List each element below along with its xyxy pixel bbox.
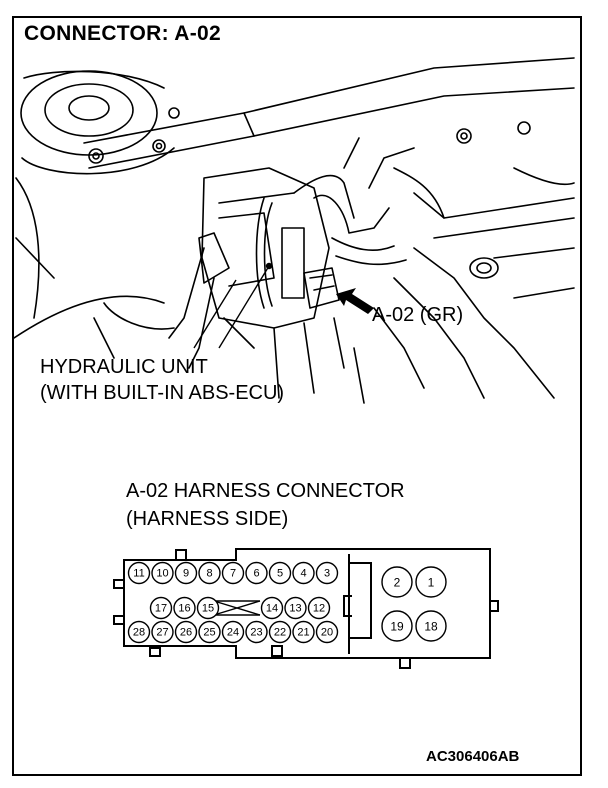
connector-arrow bbox=[336, 288, 374, 314]
pin-number: 10 bbox=[156, 568, 168, 580]
hydraulic-unit-leader bbox=[193, 262, 273, 349]
pin-number: 6 bbox=[253, 568, 259, 580]
pin-number: 1 bbox=[428, 576, 435, 590]
pin-4: 4 bbox=[292, 561, 315, 585]
pin-11: 11 bbox=[127, 561, 151, 585]
figure-id: AC306406AB bbox=[426, 748, 520, 765]
pin-number: 7 bbox=[230, 568, 236, 580]
pin-8: 8 bbox=[198, 561, 221, 585]
pin-26: 26 bbox=[174, 620, 198, 644]
connector-label: A-02 (GR) bbox=[372, 304, 464, 326]
pin-number: 25 bbox=[203, 627, 215, 639]
pin-14: 14 bbox=[260, 596, 284, 620]
pin-number: 23 bbox=[250, 627, 262, 639]
pin-number: 22 bbox=[274, 627, 286, 639]
page-title: CONNECTOR: A-02 bbox=[24, 22, 222, 45]
pin-15: 15 bbox=[196, 596, 220, 620]
pin-number: 14 bbox=[266, 603, 278, 615]
pin-7: 7 bbox=[221, 561, 245, 585]
pin-number: 11 bbox=[133, 568, 144, 580]
pin-number: 12 bbox=[313, 603, 325, 615]
pin-9: 9 bbox=[174, 561, 198, 585]
pin-number: 26 bbox=[180, 627, 192, 639]
pin-12: 12 bbox=[307, 596, 331, 620]
pin-22: 22 bbox=[268, 620, 292, 644]
pin-number: 13 bbox=[289, 603, 301, 615]
pin-20: 20 bbox=[315, 620, 339, 644]
pin-10: 10 bbox=[151, 561, 174, 585]
pin-25: 25 bbox=[198, 620, 221, 644]
pin-number: 17 bbox=[155, 603, 167, 615]
pin-number: 19 bbox=[390, 620, 404, 634]
pin-13: 13 bbox=[284, 596, 307, 620]
pin-3: 3 bbox=[315, 561, 339, 585]
pin-2: 2 bbox=[381, 566, 413, 598]
pin-number: 20 bbox=[321, 627, 333, 639]
pin-number: 9 bbox=[183, 568, 189, 580]
harness-title: A-02 HARNESS CONNECTOR bbox=[126, 480, 405, 502]
pin-24: 24 bbox=[221, 620, 245, 644]
pin-18: 18 bbox=[415, 610, 447, 642]
pin-6: 6 bbox=[245, 561, 268, 585]
harness-subtitle: (HARNESS SIDE) bbox=[126, 508, 289, 530]
pin-number: 15 bbox=[202, 603, 214, 615]
pin-group-large: 2 1 19 18 bbox=[381, 566, 447, 642]
pin-number: 16 bbox=[178, 603, 190, 615]
pin-group-small: 11 10 9 8 7 6 5 4 3 17 16 15 14 13 12 28 27 26 25 24 23 22 21 2… bbox=[127, 561, 339, 644]
pin-number: 28 bbox=[133, 627, 145, 639]
pin-number: 18 bbox=[424, 620, 438, 634]
harness-connector bbox=[113, 548, 499, 669]
diagram-illustration: 1110987654317161514131228272625242322212… bbox=[14, 57, 575, 669]
pin-19: 19 bbox=[381, 610, 413, 642]
pin-number: 2 bbox=[394, 576, 401, 590]
pin-number: 27 bbox=[156, 627, 168, 639]
pin-28: 28 bbox=[127, 620, 151, 644]
pin-27: 27 bbox=[151, 620, 174, 644]
pin-16: 16 bbox=[173, 596, 196, 620]
pin-number: 21 bbox=[297, 627, 309, 639]
pin-17: 17 bbox=[149, 596, 173, 620]
pin-21: 21 bbox=[292, 620, 315, 644]
hydraulic-unit-sublabel: (WITH BUILT-IN ABS-ECU) bbox=[40, 382, 285, 404]
pin-number: 5 bbox=[277, 568, 283, 580]
pin-number: 8 bbox=[206, 568, 212, 580]
pin-23: 23 bbox=[245, 620, 268, 644]
pin-number: 3 bbox=[324, 568, 330, 580]
engine-bay-drawing bbox=[14, 57, 575, 404]
pin-number: 4 bbox=[300, 568, 306, 580]
hydraulic-unit-label: HYDRAULIC UNIT bbox=[40, 356, 208, 378]
pin-number: 24 bbox=[227, 627, 239, 639]
pin-1: 1 bbox=[415, 566, 447, 598]
pin-5: 5 bbox=[268, 561, 292, 585]
vacant-cavity-mark bbox=[213, 600, 261, 616]
